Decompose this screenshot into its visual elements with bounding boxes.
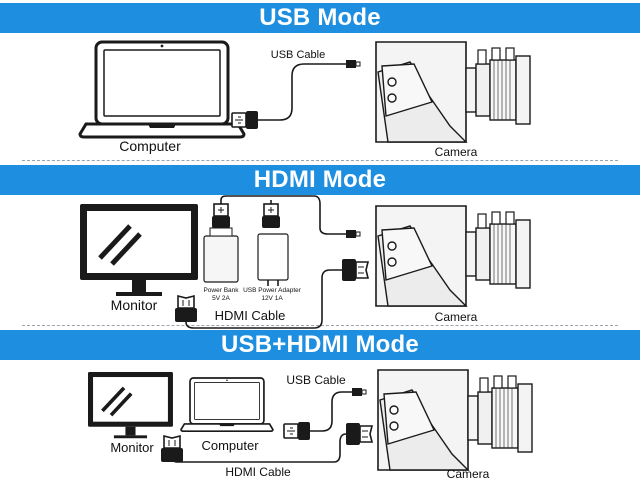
usb-mode-banner: USB Mode	[0, 3, 640, 33]
usb-hdmi-mode-section: Monitor Computer USB Cable HDMI Cable Ca…	[86, 369, 533, 480]
micro-usb-connector-icon	[345, 229, 361, 239]
section-divider	[22, 160, 618, 161]
monitor-label: Monitor	[110, 440, 154, 455]
hdmi-plug-icon	[345, 422, 373, 446]
usb-plug-icon	[231, 110, 259, 130]
hdmi-cable-label: HDMI Cable	[225, 465, 291, 479]
computer-label: Computer	[119, 138, 181, 154]
usb-plug-icon	[283, 421, 311, 441]
camera-label: Camera	[447, 467, 490, 480]
camera-icon	[375, 205, 531, 307]
adapter-label: USB Power Adapter	[243, 287, 302, 294]
camera-icon	[375, 41, 531, 143]
camera-label: Camera	[435, 310, 478, 324]
power-adapter-icon	[257, 233, 289, 281]
camera-icon	[377, 369, 533, 471]
hdmi-plug-icon	[341, 258, 369, 282]
adapter-spec: 12V 1A	[261, 295, 283, 302]
power-bank-spec: 5V 2A	[212, 295, 230, 302]
monitor-icon	[86, 370, 175, 441]
power-bank-icon	[203, 235, 239, 283]
power-bank-label: Power Bank	[203, 287, 239, 294]
hdmi-mode-section: Monitor Power Bank 5V 2A USB Power Adapt…	[80, 195, 531, 329]
usb-hdmi-mode-banner: USB+HDMI Mode	[0, 330, 640, 360]
hdmi-mode-banner: HDMI Mode	[0, 165, 640, 195]
monitor-icon	[80, 204, 198, 296]
usb-cable-label: USB Cable	[271, 49, 325, 61]
monitor-label: Monitor	[111, 297, 158, 313]
laptop-icon	[78, 40, 246, 139]
computer-label: Computer	[201, 438, 259, 453]
usb-mode-section: Computer USB Cable Camera	[78, 40, 531, 159]
usb-plug-icon	[261, 203, 281, 229]
micro-usb-connector-icon	[345, 59, 361, 69]
camera-label: Camera	[435, 145, 478, 159]
usb-cable-label: USB Cable	[286, 373, 346, 387]
micro-usb-connector-icon	[351, 387, 367, 397]
usb-plug-icon	[211, 203, 231, 229]
hdmi-cable-label: HDMI Cable	[215, 308, 286, 323]
laptop-icon	[180, 377, 274, 433]
